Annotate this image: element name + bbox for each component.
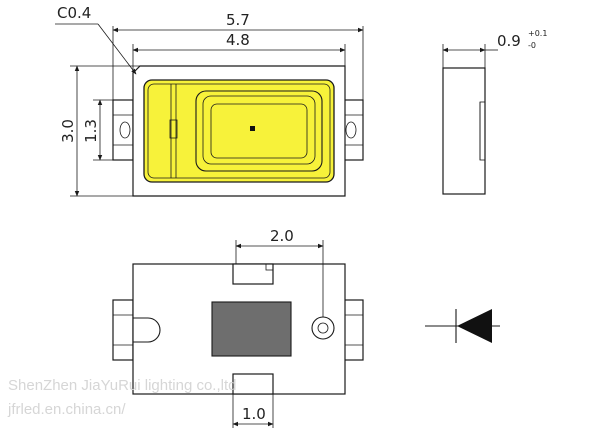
left-terminal [112,99,134,161]
pad-pitch-label: 2.0 [270,227,294,245]
thickness-label: 0.9 [497,32,521,50]
overall-length-label: 5.7 [226,11,250,29]
top-solder-pad [232,263,274,285]
chamfer-label: C0.4 [57,4,91,22]
body-length-label: 4.8 [226,31,250,49]
chip-outline [195,90,323,172]
side-body [442,67,486,195]
diode-icon [425,309,500,343]
chip-die [250,126,255,131]
bottom-right-terminal [342,299,364,361]
height-label: 3.0 [59,119,77,143]
bottom-left-terminal [112,299,134,361]
pad-width-label: 1.0 [242,405,266,423]
thickness-tol-minus: -0 [528,41,536,50]
watermark-line1: ShenZhen JiaYuRui lighting co.,ltd [8,377,236,394]
bottom-body [132,263,346,395]
inner-height-label: 1.3 [82,119,100,143]
bottom-view: 2.0 1.0 [112,227,364,428]
right-terminal [342,99,364,161]
bottom-solder-pad [232,373,274,395]
top-view: C0.4 5.7 4.8 3.0 1.3 [55,4,364,197]
thickness-tol-plus: +0.1 [528,29,547,38]
thermal-pad [211,301,292,357]
watermark-line2: jfrled.en.china.cn/ [7,401,126,418]
side-view: 0.9 +0.1 -0 [442,29,547,195]
led-lens [143,79,335,183]
